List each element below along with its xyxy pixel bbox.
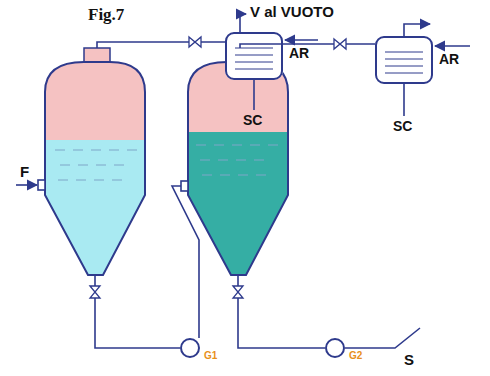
pipe-line	[97, 42, 225, 48]
pipe-line	[76, 180, 86, 181]
pipe-line	[200, 160, 210, 161]
condensate-label: SC	[243, 113, 262, 128]
vessel-shape	[188, 62, 288, 275]
pipe-line	[238, 275, 325, 348]
pipe-line	[218, 160, 228, 161]
pipe-line	[404, 24, 430, 36]
vessel-shape	[45, 62, 145, 275]
pipe-line	[16, 184, 37, 186]
pump: G2	[325, 338, 345, 358]
vessel-shape	[334, 39, 346, 49]
drawing-part	[16, 14, 470, 348]
condenser: AR	[375, 36, 433, 84]
drawing-part	[90, 37, 346, 298]
vessel-part	[181, 181, 188, 191]
pump-label: G2	[349, 350, 362, 361]
pipe-line	[114, 165, 124, 166]
cooling-water-label: AR	[439, 52, 459, 67]
pipe-line	[403, 84, 405, 116]
pipe-line	[109, 150, 119, 151]
pump: G1	[180, 338, 200, 358]
pipe-line	[235, 62, 273, 63]
pipe-line	[172, 186, 199, 338]
condenser: AR	[225, 32, 283, 80]
pipe-line	[220, 175, 230, 176]
pipe-line	[235, 55, 273, 56]
vacuum-label: V al VUOTO	[250, 4, 334, 21]
pipe-line	[385, 66, 423, 67]
vessel-part	[40, 140, 150, 280]
pipe-line	[95, 275, 180, 348]
pipe-line	[60, 165, 70, 166]
product-label: S	[404, 352, 414, 369]
vessel-shape	[90, 286, 100, 298]
vessel-part	[225, 32, 283, 80]
pipe-line	[58, 180, 68, 181]
pipe-line	[78, 165, 88, 166]
feed-label: F	[20, 164, 29, 181]
drawing-part	[235, 48, 423, 73]
pipe-line	[385, 52, 423, 53]
pipe-line	[238, 175, 248, 176]
pipe-line	[55, 150, 65, 151]
vessel-shape	[189, 37, 201, 47]
pipe-line	[127, 150, 137, 151]
vessel-part	[38, 180, 45, 190]
pipe-line	[73, 150, 83, 151]
pipe-line	[214, 145, 224, 146]
vessel-part	[84, 48, 110, 63]
pipe-line	[202, 175, 212, 176]
pipe-line	[253, 80, 255, 110]
pipe-line	[232, 145, 242, 146]
pipe-line	[94, 180, 104, 181]
vessel-part	[375, 36, 433, 84]
pipe-line	[254, 160, 264, 161]
pipe-line	[435, 45, 470, 47]
pipe-line	[285, 39, 318, 41]
drawing-part	[55, 145, 278, 180]
pipe-line	[345, 328, 420, 348]
pipe-line	[268, 145, 278, 146]
pipe-line	[250, 145, 260, 146]
figure-title: Fig.7	[88, 6, 124, 25]
pipe-line	[240, 14, 246, 32]
pipe-line	[91, 150, 101, 151]
pipe-line	[196, 145, 206, 146]
pipe-line	[235, 69, 273, 70]
pipe-line	[385, 73, 423, 74]
condensate-label: SC	[393, 119, 412, 134]
pipe-line	[256, 175, 266, 176]
pipe-line	[385, 59, 423, 60]
pipe-line	[112, 180, 122, 181]
pump-label: G1	[204, 350, 217, 361]
vessel-shape	[233, 286, 243, 298]
cooling-water-label: AR	[289, 46, 309, 61]
pipe-line	[96, 165, 106, 166]
pipe-line	[236, 160, 246, 161]
